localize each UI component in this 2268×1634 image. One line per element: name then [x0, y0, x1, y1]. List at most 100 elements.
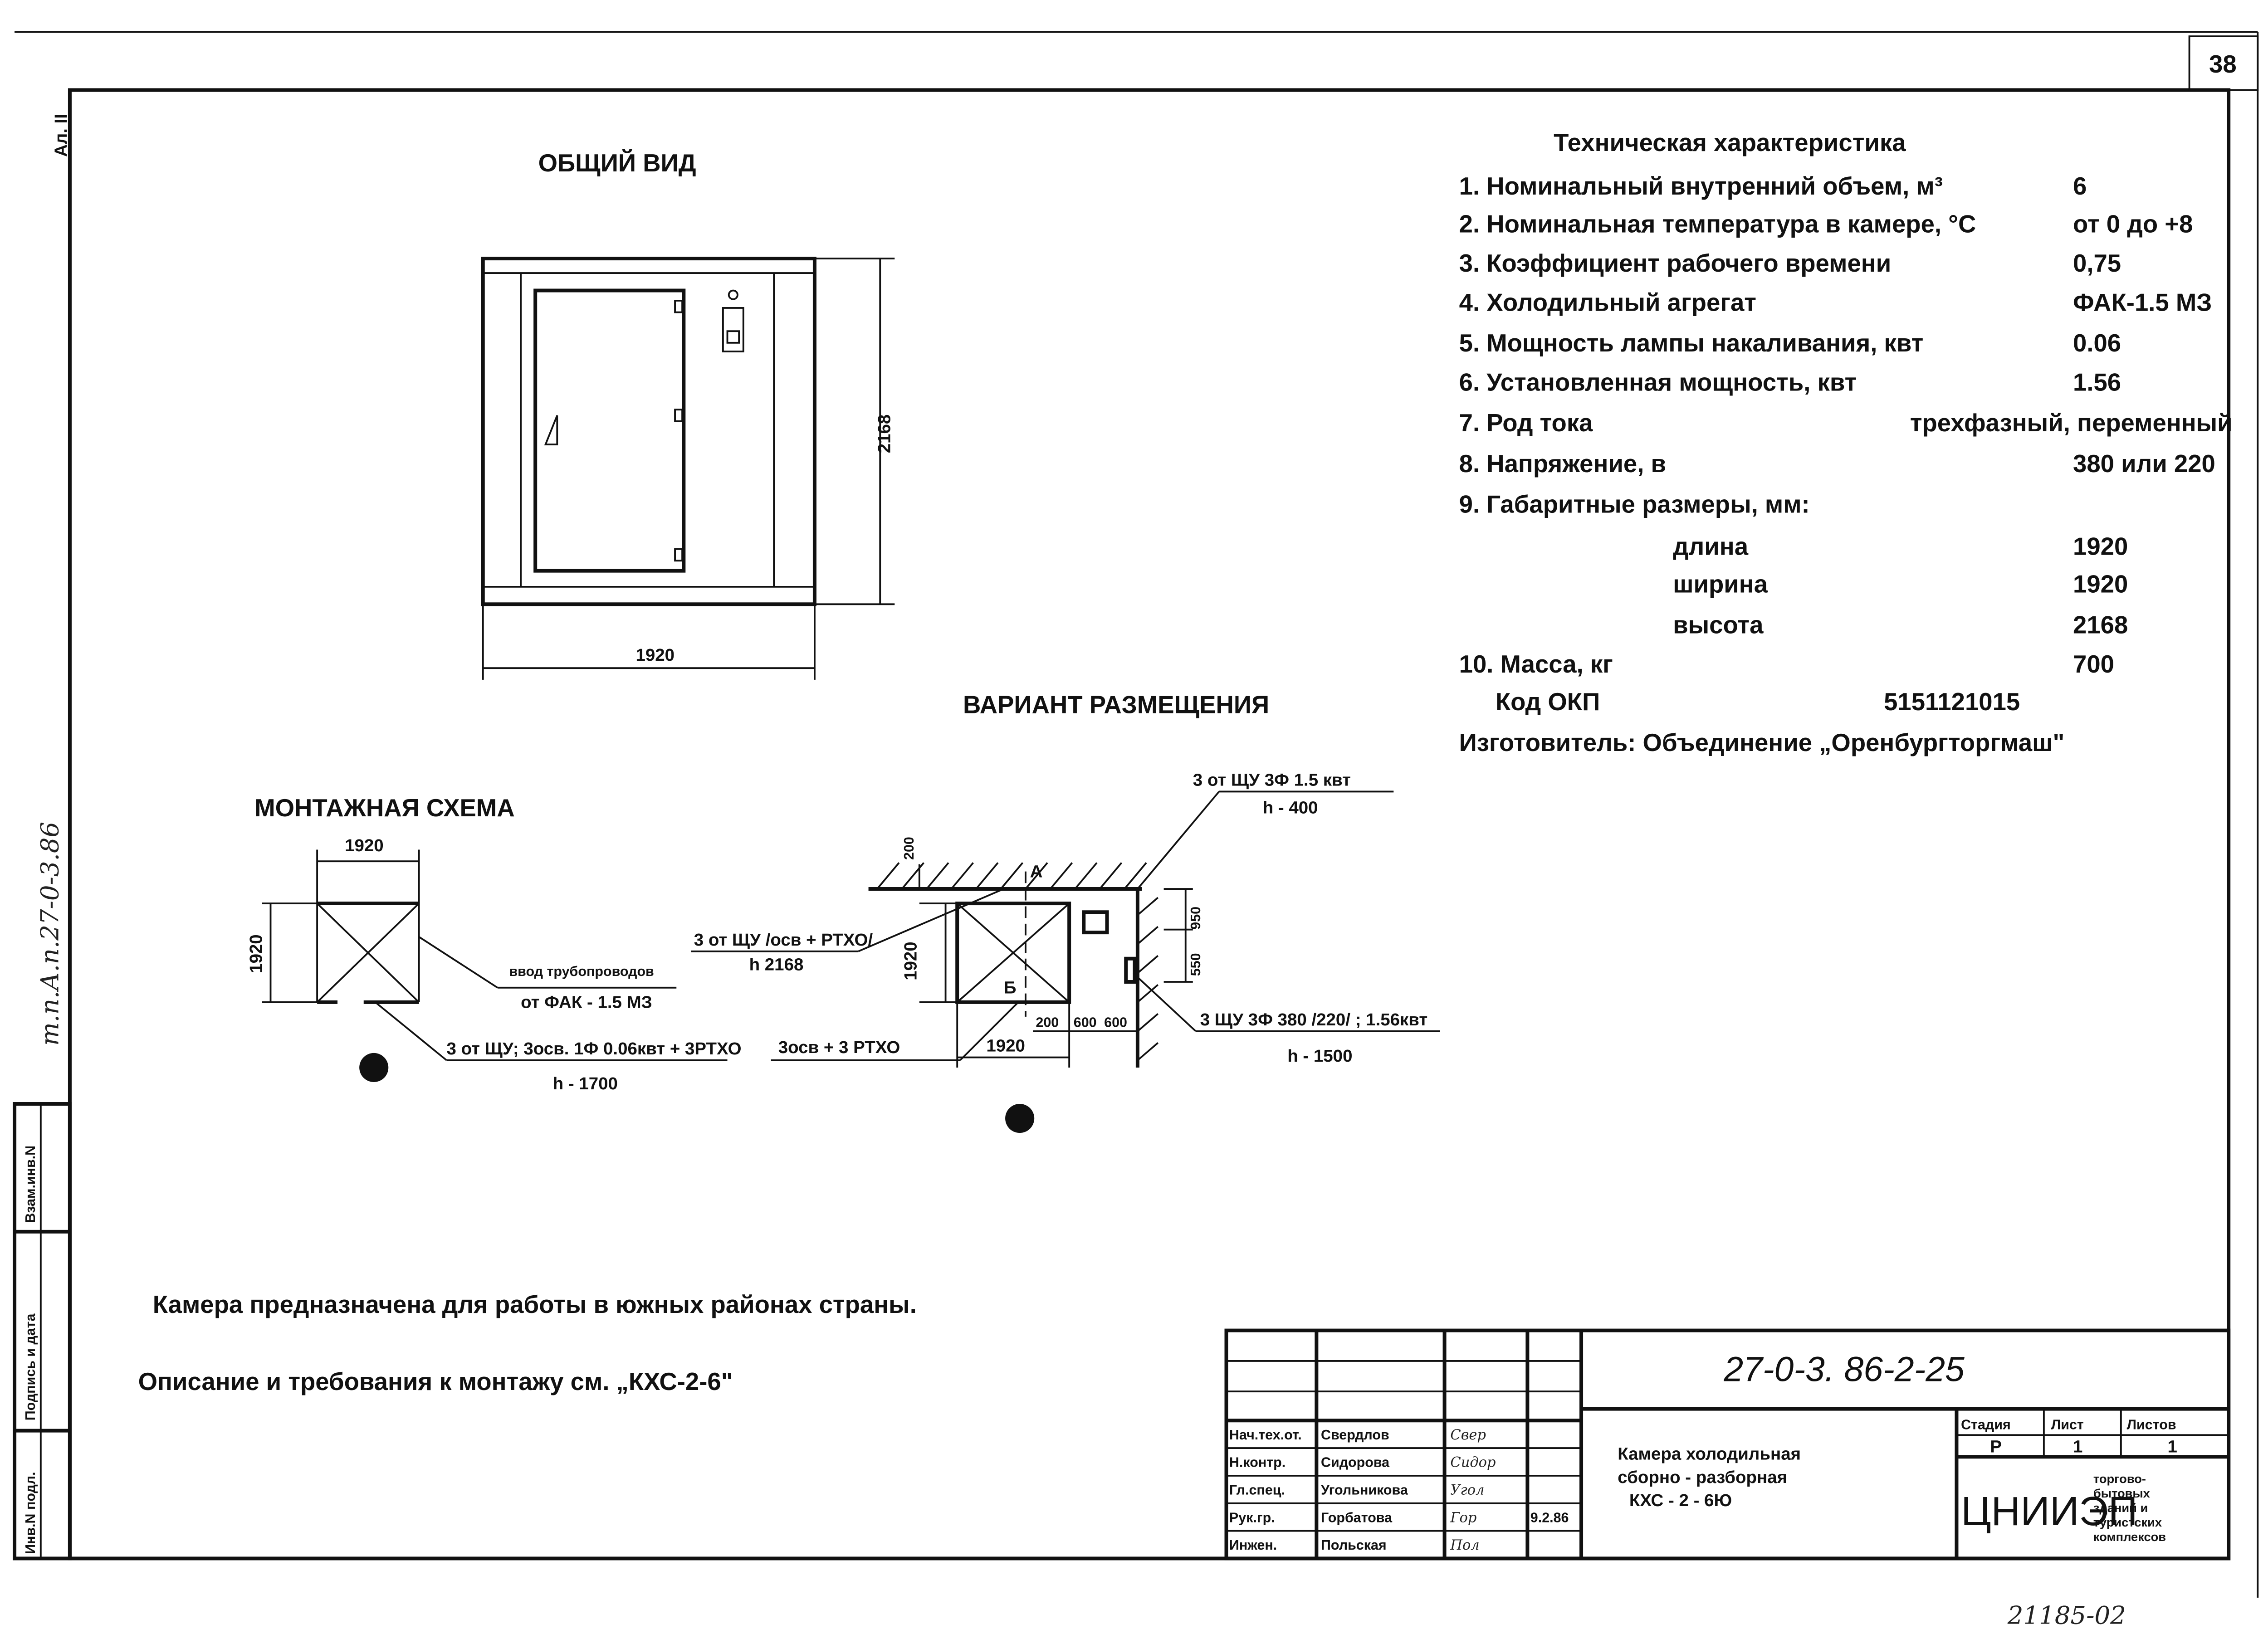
signer-name: Горбатова: [1321, 1510, 1393, 1525]
organization-subtitle: туристских: [2093, 1515, 2162, 1529]
sheets-value: 1: [2167, 1437, 2177, 1457]
section-label-b: Б: [1004, 978, 1017, 998]
page-number: 38: [2209, 50, 2237, 78]
product-name: сборно - разборная: [1618, 1468, 1787, 1487]
sheets-header: Листов: [2127, 1417, 2176, 1432]
album-label: Ал. II: [52, 114, 71, 157]
door-handle: [544, 415, 558, 445]
spec-label: 8. Напряжение, в: [1459, 450, 1666, 478]
organization-subtitle: бытовых: [2093, 1486, 2150, 1500]
placement-callout: h 2168: [749, 955, 804, 974]
placement-dim: 200: [901, 837, 917, 860]
spec-value: 0,75: [2073, 249, 2121, 277]
placement-plan: [691, 790, 1440, 1133]
spec-label: 1. Номинальный внутренний объем, м³: [1459, 172, 1943, 200]
placement-dim: 550: [1188, 953, 1203, 976]
spec-label: 6. Установленная мощность, квт: [1459, 369, 1857, 396]
stamp-replace-inv: Взам.инв.N: [23, 1146, 38, 1223]
signer-role: Рук.гр.: [1229, 1510, 1275, 1525]
spec-value: 6: [2073, 172, 2087, 200]
spec-title: Техническая характеристика: [1554, 129, 1906, 156]
stage-value: Р: [1990, 1437, 2002, 1457]
hinge: [674, 300, 684, 313]
width-dimension: 1920: [635, 645, 675, 665]
north-orientation-icon: [1005, 1104, 1035, 1133]
signer-signature: Пол: [1450, 1537, 1479, 1553]
signer-signature: Гор: [1450, 1510, 1476, 1526]
montage-width-dim: 1920: [345, 836, 384, 855]
dimension-value: 2168: [2073, 611, 2128, 639]
mass-label: 10. Масса, кг: [1459, 650, 1613, 678]
montage-callout: h - 1700: [553, 1074, 618, 1093]
dimension-value: 1920: [2073, 571, 2128, 598]
signer-signature: Свер: [1450, 1427, 1486, 1443]
dimension-label: длина: [1673, 532, 1749, 560]
signer-name: Угольникова: [1321, 1483, 1408, 1498]
okp-value: 5151121015: [1884, 688, 2020, 716]
signer-name: Сидорова: [1321, 1455, 1390, 1470]
placement-callout: h - 400: [1263, 798, 1318, 818]
organization-subtitle: комплексов: [2093, 1530, 2166, 1544]
okp-label: Код ОКП: [1496, 688, 1600, 716]
spec-label: 9. Габаритные размеры, мм:: [1459, 491, 1810, 518]
placement-callout: 3 от ЩУ /осв + РТХО/: [694, 930, 873, 950]
door: [533, 288, 686, 573]
organization-subtitle: торгово-: [2093, 1472, 2146, 1486]
stamp-sign-date: Подпись и дата: [23, 1313, 38, 1420]
dimension-label: высота: [1673, 611, 1764, 639]
organization-name: ЦНИИЭП: [1961, 1489, 2137, 1534]
cabinet-front-view: [481, 257, 816, 606]
sheet-value: 1: [2073, 1437, 2082, 1457]
dimension-label: ширина: [1673, 571, 1768, 598]
placement-dim: 1920: [901, 941, 920, 980]
spec-value: 0.06: [2073, 329, 2121, 357]
organization-subtitle: зданий и: [2093, 1501, 2148, 1515]
placement-callout: 3 ЩУ 3Ф 380 /220/ ; 1.56квт: [1200, 1010, 1427, 1029]
signer-role: Нач.тех.от.: [1229, 1427, 1302, 1443]
inner-frame: [68, 88, 2231, 1561]
placement-dim: 950: [1188, 907, 1203, 930]
side-stamp: [13, 1102, 72, 1561]
general-view-title: ОБЩИЙ ВИД: [538, 149, 696, 177]
montage-callout: ввод трубопроводов: [509, 964, 654, 979]
placement-dim: 600: [1104, 1015, 1127, 1030]
page-number-box: [2188, 35, 2259, 91]
montage-callout: от ФАК - 1.5 МЗ: [521, 993, 652, 1012]
signer-role: Инжен.: [1229, 1537, 1277, 1553]
north-orientation-icon: [359, 1053, 389, 1082]
spec-value: 1.56: [2073, 369, 2121, 396]
spec-label: 7. Род тока: [1459, 409, 1593, 437]
spec-value: от 0 до +8: [2073, 210, 2193, 238]
dimension-value: 1920: [2073, 532, 2128, 560]
note: Описание и требования к монтажу см. „КХС…: [138, 1368, 733, 1395]
spec-value: ФАК-1.5 МЗ: [2073, 288, 2212, 316]
manufacturer: Изготовитель: Объединение „Оренбургторгм…: [1459, 729, 2065, 756]
note: Камера предназначена для работы в южных …: [153, 1291, 917, 1318]
stage-header: Стадия: [1961, 1417, 2011, 1432]
montage-callout: 3 от ЩУ; 3осв. 1Ф 0.06квт + 3РТХО: [447, 1039, 742, 1058]
signer-role: Н.контр.: [1229, 1455, 1286, 1470]
signer-role: Гл.спец.: [1229, 1483, 1285, 1498]
placement-dim: 1920: [986, 1036, 1025, 1056]
title-block: [1224, 1328, 2231, 1561]
spec-value: трехфазный, переменный: [1910, 409, 2233, 437]
montage-scheme: [262, 849, 728, 1082]
signer-date: 9.2.86: [1530, 1510, 1569, 1525]
stamp-inv-orig: Инв.N подл.: [23, 1472, 38, 1554]
placement-dim: 200: [1036, 1015, 1059, 1030]
sheet-header: Лист: [2051, 1417, 2084, 1432]
placement-callout: 3осв + 3 РТХО: [778, 1038, 900, 1057]
handwritten-reference: т.п.А.п.27-0-3.86: [35, 822, 64, 1046]
spec-value: 380 или 220: [2073, 450, 2215, 478]
mass-value: 700: [2073, 650, 2114, 678]
technical-specification: Техническая характеристика 1. Номинальны…: [1459, 129, 2233, 756]
signer-signature: Сидор: [1450, 1455, 1496, 1471]
product-name: Камера холодильная: [1618, 1444, 1801, 1464]
control-panel-icon: [722, 307, 744, 352]
product-name: КХС - 2 - 6Ю: [1629, 1491, 1732, 1510]
montage-title: МОНТАЖНАЯ СХЕМА: [254, 794, 514, 822]
signer-name: Свердлов: [1321, 1427, 1389, 1443]
placement-callout: 3 от ЩУ 3Ф 1.5 квт: [1193, 771, 1351, 790]
signer-name: Польская: [1321, 1537, 1387, 1553]
